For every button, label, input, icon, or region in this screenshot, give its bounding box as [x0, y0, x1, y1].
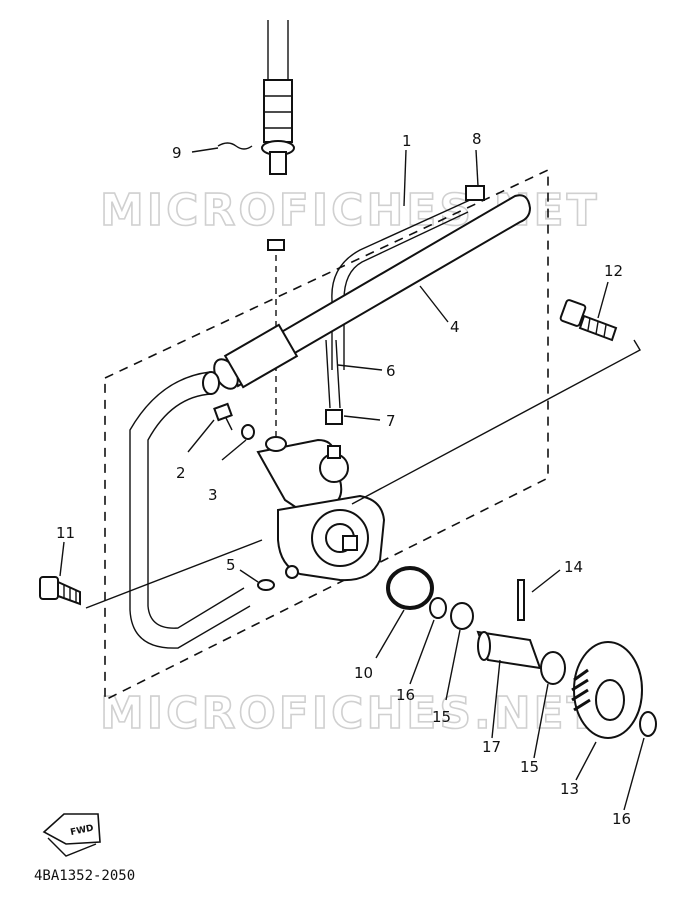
- assembly-boundary: [104, 168, 549, 702]
- callout-9: 9: [172, 144, 182, 162]
- collar: [267, 239, 285, 251]
- callout-10: 10: [354, 664, 373, 682]
- washer-part-15b: [540, 651, 566, 685]
- alignment-line-12: [351, 339, 641, 505]
- callout-7: 7: [386, 412, 396, 430]
- oil-pipe-part-4: [228, 194, 532, 388]
- callout-13: 13: [560, 780, 579, 798]
- oil-pump-body: [256, 436, 386, 582]
- washer-part-3: [241, 424, 255, 440]
- callout-3: 3: [208, 486, 218, 504]
- callout-16a: 16: [396, 686, 415, 704]
- part-code: 4BA1352-2050: [34, 868, 135, 884]
- clip-part-9: [217, 142, 253, 150]
- callout-15b: 15: [520, 758, 539, 776]
- bolt-part-11: [39, 576, 81, 606]
- oil-hose-part-6: [325, 339, 341, 409]
- callout-4: 4: [450, 318, 460, 336]
- callout-1: 1: [402, 132, 412, 150]
- leader-lines: [59, 147, 645, 811]
- callout-17: 17: [482, 738, 501, 756]
- fwd-label: FWD: [70, 823, 95, 838]
- delivery-hose: [129, 371, 251, 649]
- callout-15a: 15: [432, 708, 451, 726]
- circlip-part-16b: [639, 711, 657, 737]
- watermark-bottom: MICROFICHES.NET: [100, 688, 600, 739]
- callout-16b: 16: [612, 810, 631, 828]
- callout-11: 11: [56, 524, 75, 542]
- callout-12: 12: [604, 262, 623, 280]
- clamp-part-8: [465, 185, 485, 201]
- washer-part-15a: [450, 602, 474, 630]
- circlip-part-16a: [429, 597, 447, 619]
- callout-5: 5: [226, 556, 236, 574]
- bolt-part-2: [213, 402, 233, 431]
- forward-arrow-icon: FWD: [42, 813, 101, 857]
- callout-8: 8: [472, 130, 482, 148]
- bolt-part-12: [559, 299, 618, 342]
- oil-cable: [261, 20, 295, 175]
- o-ring-part-5: [257, 579, 275, 591]
- callout-2: 2: [176, 464, 186, 482]
- clamp-part-7: [325, 409, 343, 425]
- callout-6: 6: [386, 362, 396, 380]
- o-ring-part-10: [386, 566, 434, 610]
- alignment-line-11: [85, 539, 263, 609]
- pin-part-14: [517, 579, 525, 621]
- drive-gear-part-13: [571, 641, 643, 739]
- callout-14: 14: [564, 558, 583, 576]
